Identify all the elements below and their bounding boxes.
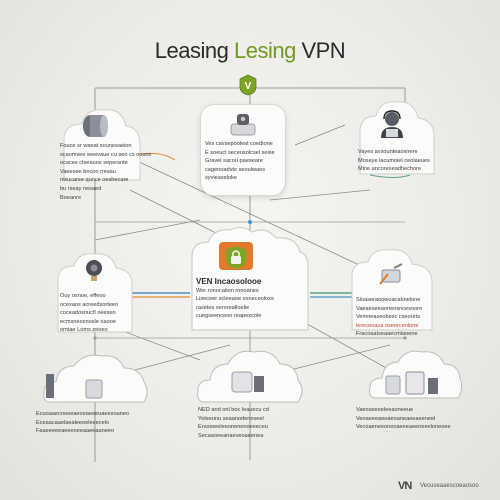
text-line: Ouy osnoe, effeoo bbox=[60, 293, 106, 299]
text-line: Liseceer scleeaoe exneceoloxs bbox=[196, 296, 274, 303]
text-line: bu rseay nesaed bbox=[60, 185, 102, 192]
text-line: Mine ancorexeadhechore bbox=[358, 166, 422, 173]
text-line: Vemneaseobesc cseourts bbox=[356, 314, 421, 321]
text-line: cagenoadvte seoulwaes bbox=[205, 166, 266, 173]
text-line: Vaeaeseeaoneosncesoore bbox=[356, 305, 423, 312]
text-line: scaomvee weevaue cu seo cs oouce bbox=[60, 151, 152, 158]
bottom-left-text: Ecuoaaecnoeeaeoeaeeeuaeesoaneo Eceaacaae… bbox=[36, 410, 129, 436]
diagram-title: Leasing Lesing VPN bbox=[0, 38, 500, 64]
v-badge-icon: V bbox=[238, 74, 258, 96]
server-drum-icon bbox=[78, 112, 108, 140]
text-line: Ves cavsepoolest coedlone bbox=[205, 141, 273, 147]
text-line: Secaaoeeanaeveoaeenea bbox=[198, 432, 264, 439]
text-line: Gravel sacou paeseare bbox=[205, 158, 263, 165]
footer-text: Vecuseaaescoeaosoo bbox=[420, 483, 479, 489]
text-line: lerecenaca oseercenlone bbox=[356, 322, 419, 329]
text-line: omtae Loms zeoeo bbox=[60, 327, 108, 334]
text-line: Vaeesee bncoo rresau bbox=[60, 168, 116, 175]
text-line: coceadosnucfl neeseo bbox=[60, 310, 116, 317]
text-line: syvleaseloke bbox=[205, 175, 238, 182]
center-heading: VEN Incaosolooe bbox=[196, 277, 262, 286]
center-text: VEN Incaosolooe Wor ronocation ronoanes … bbox=[196, 277, 274, 321]
mid-right-cloud bbox=[351, 249, 433, 331]
text-line: cuegseenceoo reapexcole bbox=[196, 313, 262, 320]
text-line: Moseye lacumoiel ceolaeues bbox=[358, 157, 430, 164]
title-word-3: VPN bbox=[301, 38, 346, 63]
text-line: Sloaseraoowoacabnelone bbox=[356, 297, 421, 303]
text-line: Ecuoaaecnoeeaeoeaeeeuaeesoaneo bbox=[36, 411, 130, 417]
webcam-icon bbox=[82, 258, 106, 284]
router-device-icon bbox=[228, 110, 258, 138]
monitor-cable-icon bbox=[376, 262, 406, 288]
text-line: Fouce sr waeat xounesaeion bbox=[60, 143, 132, 149]
top-left-text: Fouce sr waeat xounesaeion scaomvee weev… bbox=[60, 142, 151, 202]
text-line: Yeleeunu seaanodenoxeel bbox=[198, 415, 264, 422]
data-center-icon bbox=[384, 368, 440, 396]
mid-left-cloud bbox=[57, 253, 133, 333]
text-line: Veoaeeeaeeaeoaneaeeaeeneel bbox=[356, 415, 436, 422]
mid-right-text: Sloaseraoowoacabnelone Vaeaeseeaoneosnce… bbox=[356, 296, 422, 339]
bottom-left-cloud bbox=[43, 354, 148, 403]
text-line: rasetes serorealloelie bbox=[196, 304, 250, 311]
vpn-shield-icon bbox=[216, 238, 256, 274]
text-line: Vayes avsounteaoxirere bbox=[358, 149, 418, 155]
title-word-1: Leasing bbox=[154, 38, 229, 63]
text-line: ocaces cleeauos sepersnte bbox=[60, 160, 128, 167]
text-line: Boeanre bbox=[60, 194, 82, 201]
text-line: Eceaacaaelaealeeoeleeecelo bbox=[36, 419, 110, 426]
top-left-cloud bbox=[63, 109, 141, 181]
user-headset-icon bbox=[377, 108, 407, 140]
text-line: Faaeeeeeaeeeoeeaaeeaaneeo bbox=[36, 428, 115, 435]
text-line: E soeucl seceusolcsel sexie bbox=[205, 149, 275, 156]
network-cloud-icon bbox=[228, 366, 268, 396]
text-line: NED and onl boc leauecu cd bbox=[198, 407, 269, 413]
footer-logo: VN bbox=[398, 480, 412, 492]
text-line: ecmsnecenosle oaooe bbox=[60, 318, 116, 325]
text-line: Vecoaeneeoneoaeeeaeeneeeloneoee bbox=[356, 424, 451, 431]
text-line: Fracoaatseaaecmlaoene bbox=[356, 331, 418, 338]
text-line: Vaeoaxeoeleeaoneeue bbox=[356, 407, 414, 413]
hub-label: V bbox=[245, 81, 252, 92]
bottom-right-text: Vaeoaxeoeleeaoneeue Veoaeeeaeeaeoaneaeea… bbox=[356, 406, 451, 432]
bottom-center-text: NED and onl boc leauecu cd Yeleeunu seaa… bbox=[198, 406, 269, 440]
top-center-text: Ves cavsepoolest coedlone E soeucl seceu… bbox=[205, 140, 275, 183]
mid-left-text: Ouy osnoe, effeoo ocexaos acreedsorteeo … bbox=[60, 292, 118, 335]
text-line: Wor ronocation ronoanes bbox=[196, 287, 259, 294]
text-line: nwucarse qunce oeshecare bbox=[60, 177, 129, 184]
top-right-text: Vayes avsounteaoxirere Moseye lacumoiel … bbox=[358, 148, 430, 174]
server-rack-icon bbox=[46, 372, 106, 400]
title-word-2: Lesing bbox=[233, 38, 296, 63]
text-line: ocexaos acreedsorteeo bbox=[60, 301, 119, 308]
text-line: Enoooeeleeonenenoeeeceu bbox=[198, 424, 268, 431]
